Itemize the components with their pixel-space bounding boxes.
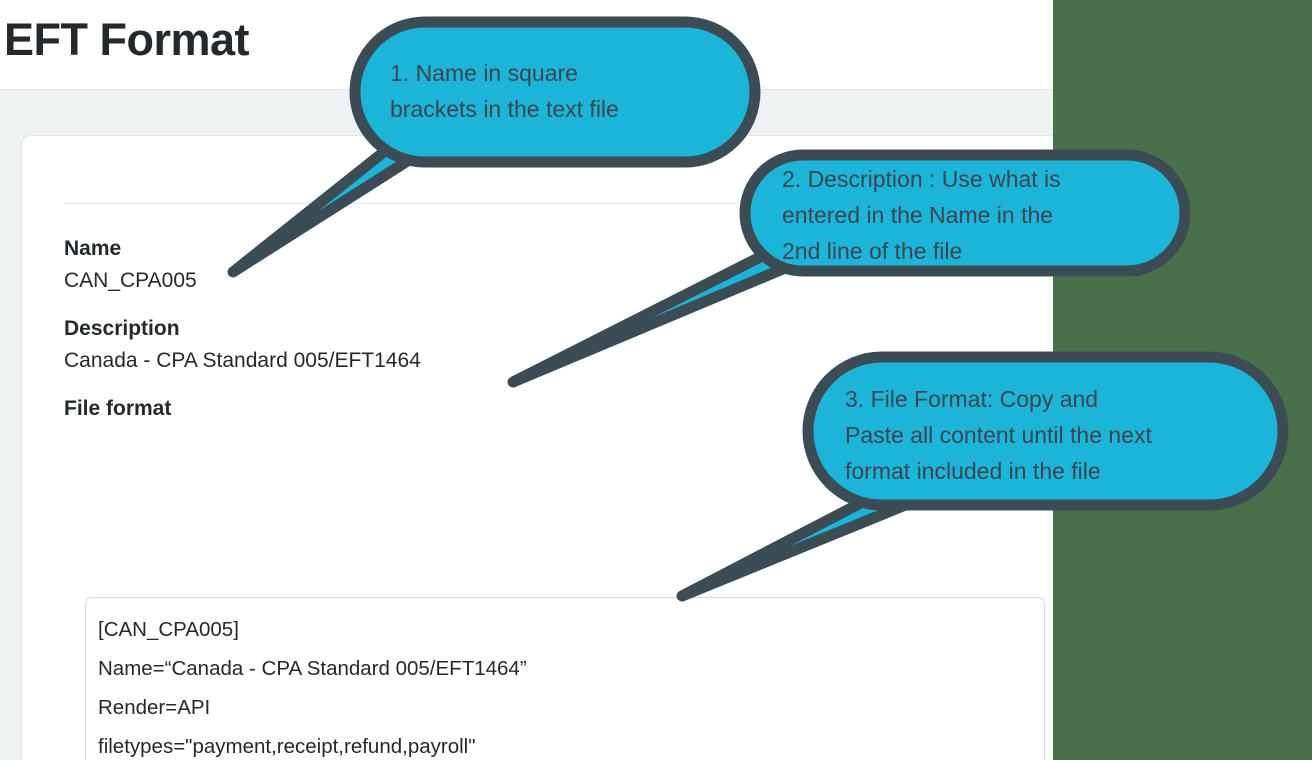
file-format-content[interactable]: [CAN_CPA005] Name=“Canada - CPA Standard… bbox=[98, 618, 527, 758]
file-format-textarea[interactable]: [CAN_CPA005] Name=“Canada - CPA Standard… bbox=[85, 597, 1045, 760]
name-label: Name bbox=[64, 237, 122, 260]
description-value[interactable]: Canada - CPA Standard 005/EFT1464 bbox=[64, 349, 421, 372]
app-header: EFT Format bbox=[0, 0, 1053, 90]
app-window: EFT Format Name CAN_CPA005 Description C… bbox=[0, 0, 1053, 760]
eft-format-card: Name CAN_CPA005 Description Canada - CPA… bbox=[21, 135, 1053, 760]
page-title: EFT Format bbox=[4, 14, 250, 65]
field-group-name: Name CAN_CPA005 bbox=[64, 236, 1053, 294]
field-group-description: Description Canada - CPA Standard 005/EF… bbox=[64, 316, 1053, 374]
field-group-file-format: File format bbox=[64, 396, 1053, 422]
description-label: Description bbox=[64, 317, 180, 340]
eft-format-form: Name CAN_CPA005 Description Canada - CPA… bbox=[64, 236, 1053, 436]
card-divider bbox=[64, 203, 1053, 204]
file-format-label: File format bbox=[64, 397, 172, 420]
name-value[interactable]: CAN_CPA005 bbox=[64, 269, 197, 292]
desktop-backdrop bbox=[1053, 0, 1312, 760]
